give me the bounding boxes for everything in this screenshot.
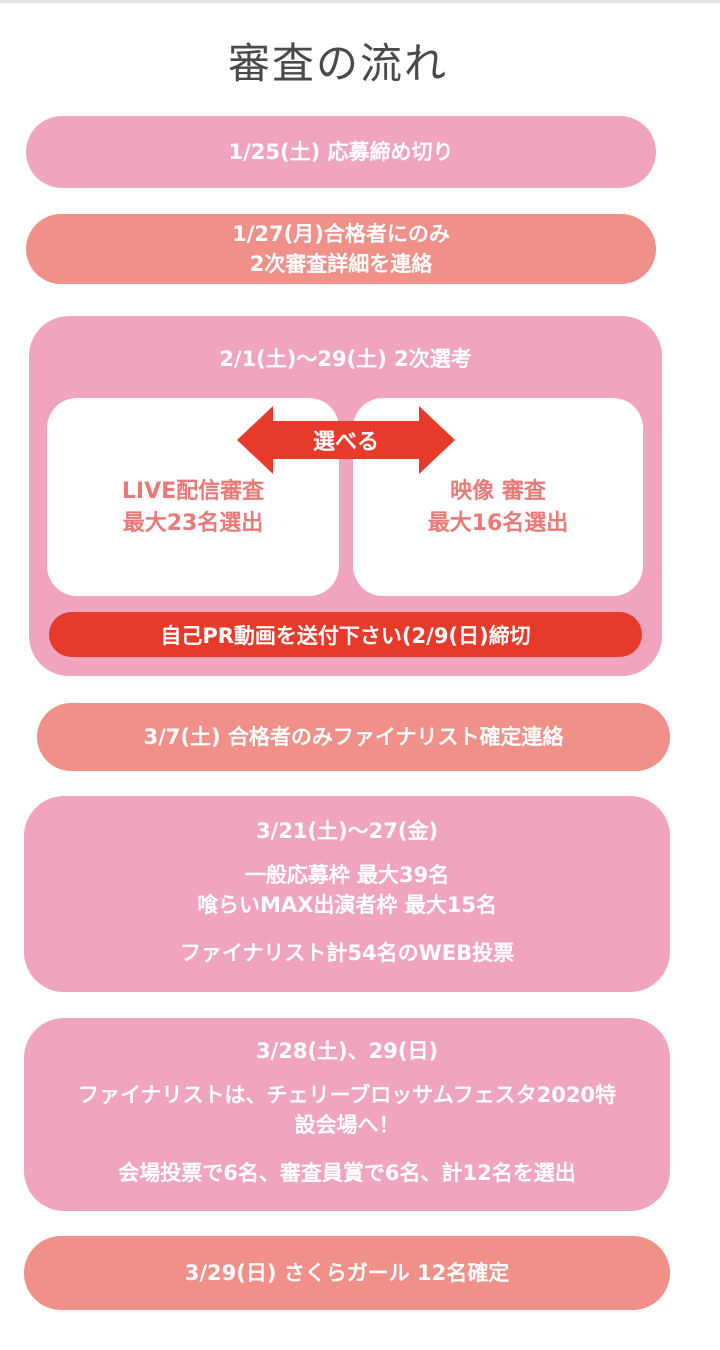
step-line2: 設会場へ！ bbox=[294, 1113, 400, 1137]
step-line3: 会場投票で6名、審査員賞で6名、計12名を選出 bbox=[118, 1161, 576, 1185]
step-venue-voting: 3/28(土)、29(日) ファイナリストは、チェリーブロッサムフェスタ2020… bbox=[24, 1018, 670, 1211]
step-text-line1: 1/27(月)合格者にのみ bbox=[232, 222, 450, 246]
step-line2: 喰らいMAX出演者枠 最大15名 bbox=[197, 893, 497, 917]
step-text-line2: 2次審査詳細を連絡 bbox=[249, 252, 433, 276]
step-final-confirmed: 3/29(日) さくらガール 12名確定 bbox=[24, 1236, 670, 1310]
step-text: 3/29(日) さくらガール 12名確定 bbox=[184, 1261, 510, 1285]
step-finalist-notice: 3/7(土) 合格者のみファイナリスト確定連絡 bbox=[37, 703, 670, 771]
option-live-streaming: LIVE配信審査 最大23名選出 bbox=[47, 398, 339, 596]
step-line1: ファイナリストは、チェリーブロッサムフェスタ2020特 bbox=[77, 1083, 617, 1107]
step-application-deadline: 1/25(土) 応募締め切り bbox=[26, 116, 656, 188]
step-line1: 一般応募枠 最大39名 bbox=[244, 863, 450, 887]
option-video-line1: 映像 審査 bbox=[450, 479, 546, 504]
step-date: 3/28(土)、29(日) bbox=[255, 1039, 439, 1063]
top-divider bbox=[0, 0, 720, 3]
step-text: 3/7(土) 合格者のみファイナリスト確定連絡 bbox=[143, 725, 564, 749]
second-selection-heading: 2/1(土)〜29(土) 2次選考 bbox=[219, 347, 472, 371]
choose-label: 選べる bbox=[312, 430, 379, 455]
step-text: 1/25(土) 応募締め切り bbox=[228, 140, 454, 164]
option-video-line2: 最大16名選出 bbox=[427, 511, 569, 536]
step-date: 3/21(土)〜27(金) bbox=[255, 819, 439, 843]
step-web-voting: 3/21(土)〜27(金) 一般応募枠 最大39名 喰らいMAX出演者枠 最大1… bbox=[24, 796, 670, 992]
page-title: 審査の流れ bbox=[227, 39, 448, 88]
pr-video-notice: 自己PR動画を送付下さい(2/9(日)締切 bbox=[49, 612, 642, 657]
option-live-line1: LIVE配信審査 bbox=[121, 479, 265, 504]
double-arrow-icon bbox=[237, 406, 455, 474]
option-video: 映像 審査 最大16名選出 bbox=[353, 398, 643, 596]
option-live-line2: 最大23名選出 bbox=[122, 511, 264, 536]
step-first-result-notice: 1/27(月)合格者にのみ 2次審査詳細を連絡 bbox=[26, 214, 656, 284]
step-line3: ファイナリスト計54名のWEB投票 bbox=[179, 941, 515, 965]
